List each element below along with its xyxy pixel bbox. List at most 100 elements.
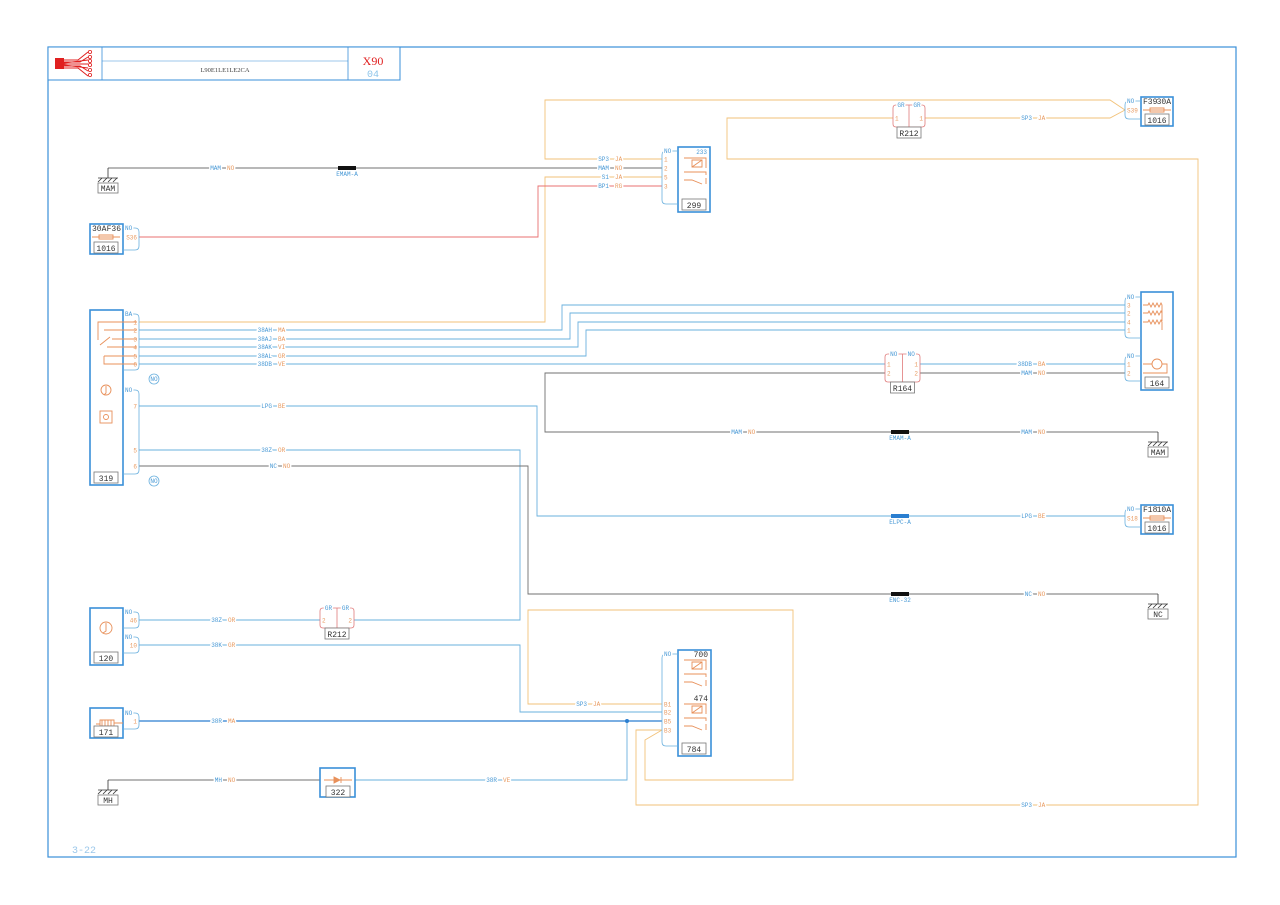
component-id-box [681,198,707,211]
wire-color: MA [278,327,286,334]
component-id-box [681,742,707,755]
pin-number: 1 [895,116,899,123]
pin-number: 1 [919,116,923,123]
ground-label-box [1147,446,1169,458]
wire-code: 38AH [258,327,273,334]
motor-wiring [1143,363,1168,374]
splice-label: ELPC-A [889,519,911,526]
wire [544,372,1158,433]
document-code: L90E1LE1LE2CA [200,67,249,74]
component-id-box [93,471,119,484]
wire-code: 38R [211,718,222,725]
component-id: 171 [99,729,114,738]
resistor-icon [1143,301,1163,313]
component-id-box [324,627,350,640]
wire-code: SP3 [598,156,609,163]
pin-number: 1 [133,719,137,726]
wire-code: 38DB [258,361,273,368]
wires [108,99,1199,806]
wire-color: JA [615,174,623,181]
ground-symbol [1147,432,1168,447]
wire-color: VE [278,361,286,368]
wire [139,321,1125,348]
pin-number: B5 [664,719,672,726]
wire-color: BA [278,336,286,343]
wire-color: NO [227,165,235,172]
harness-logo-icon [55,50,93,78]
relay-sub-id: 700 [694,651,709,660]
wire-code: 38AK [258,344,273,351]
inline-connector-r212b [319,607,355,629]
pin-number: S39 [1127,108,1138,115]
inline-connector-r164 [884,353,921,383]
pin-number: S18 [1127,516,1138,523]
wire-color: VE [503,777,511,784]
component-id-box [325,785,351,798]
ground-label-box [97,182,119,194]
pin-number: 6 [133,464,137,471]
connector-label: NO [1127,506,1135,513]
connector-label: NO [125,710,133,717]
wire-color: NO [283,463,291,470]
wire-code: MAM [1021,429,1032,436]
ground-icon: NC [1147,594,1169,620]
splice-connector [891,592,909,596]
component-id: 164 [1150,380,1165,389]
component-id: 322 [331,789,346,798]
wire-code: BP1 [598,183,609,190]
wire-color: JA [1038,115,1046,122]
badge-circle [148,373,160,385]
resistor-icon [1143,309,1163,321]
fuse-amperage: 30A [1157,98,1172,107]
splice-label: ENC-32 [889,597,911,604]
component-id: 1016 [96,245,115,254]
pin-number: 5 [133,354,137,361]
diode-icon [324,776,352,784]
wire [544,99,1126,160]
component-id: 784 [687,746,702,755]
wire-code: MAM [210,165,221,172]
components: EMAM-AEMAM-AELPC-AENC-32MAMMAMNCMHNO1253… [89,96,1174,806]
wire-color: GR [228,642,236,649]
wire-code: 38K [211,642,222,649]
relay-icon [684,157,707,185]
component-id: 1016 [1147,117,1166,126]
title-block: L90E1LE1LE2CA X90 04 [47,46,401,81]
pin-number: 3 [664,184,668,191]
connector-bracket [1124,508,1141,528]
pin-number: B1 [664,702,672,709]
ground-label: MAM [1151,449,1166,458]
relay-icon [684,703,707,731]
wire [139,185,662,238]
pin-number: 2 [887,371,891,378]
splice-connector [338,166,356,170]
connector-bracket [661,150,678,205]
wire [139,465,1158,595]
wire-code: MAM [731,429,742,436]
pin-number: 3 [1127,303,1131,310]
connector-bracket [1124,355,1141,382]
pin-number: 46 [130,618,138,625]
wire-color: VI [278,344,285,351]
wire [925,109,1126,119]
connector-label: NO [125,634,133,641]
wire [139,329,1125,357]
pin-number: B3 [664,728,672,735]
pin-number: 1 [1127,328,1131,335]
pin-number: 1 [133,320,137,327]
pin-number: 1 [664,157,668,164]
pin-number: S36 [126,235,137,242]
fuse-amperage: 30A [92,225,107,234]
